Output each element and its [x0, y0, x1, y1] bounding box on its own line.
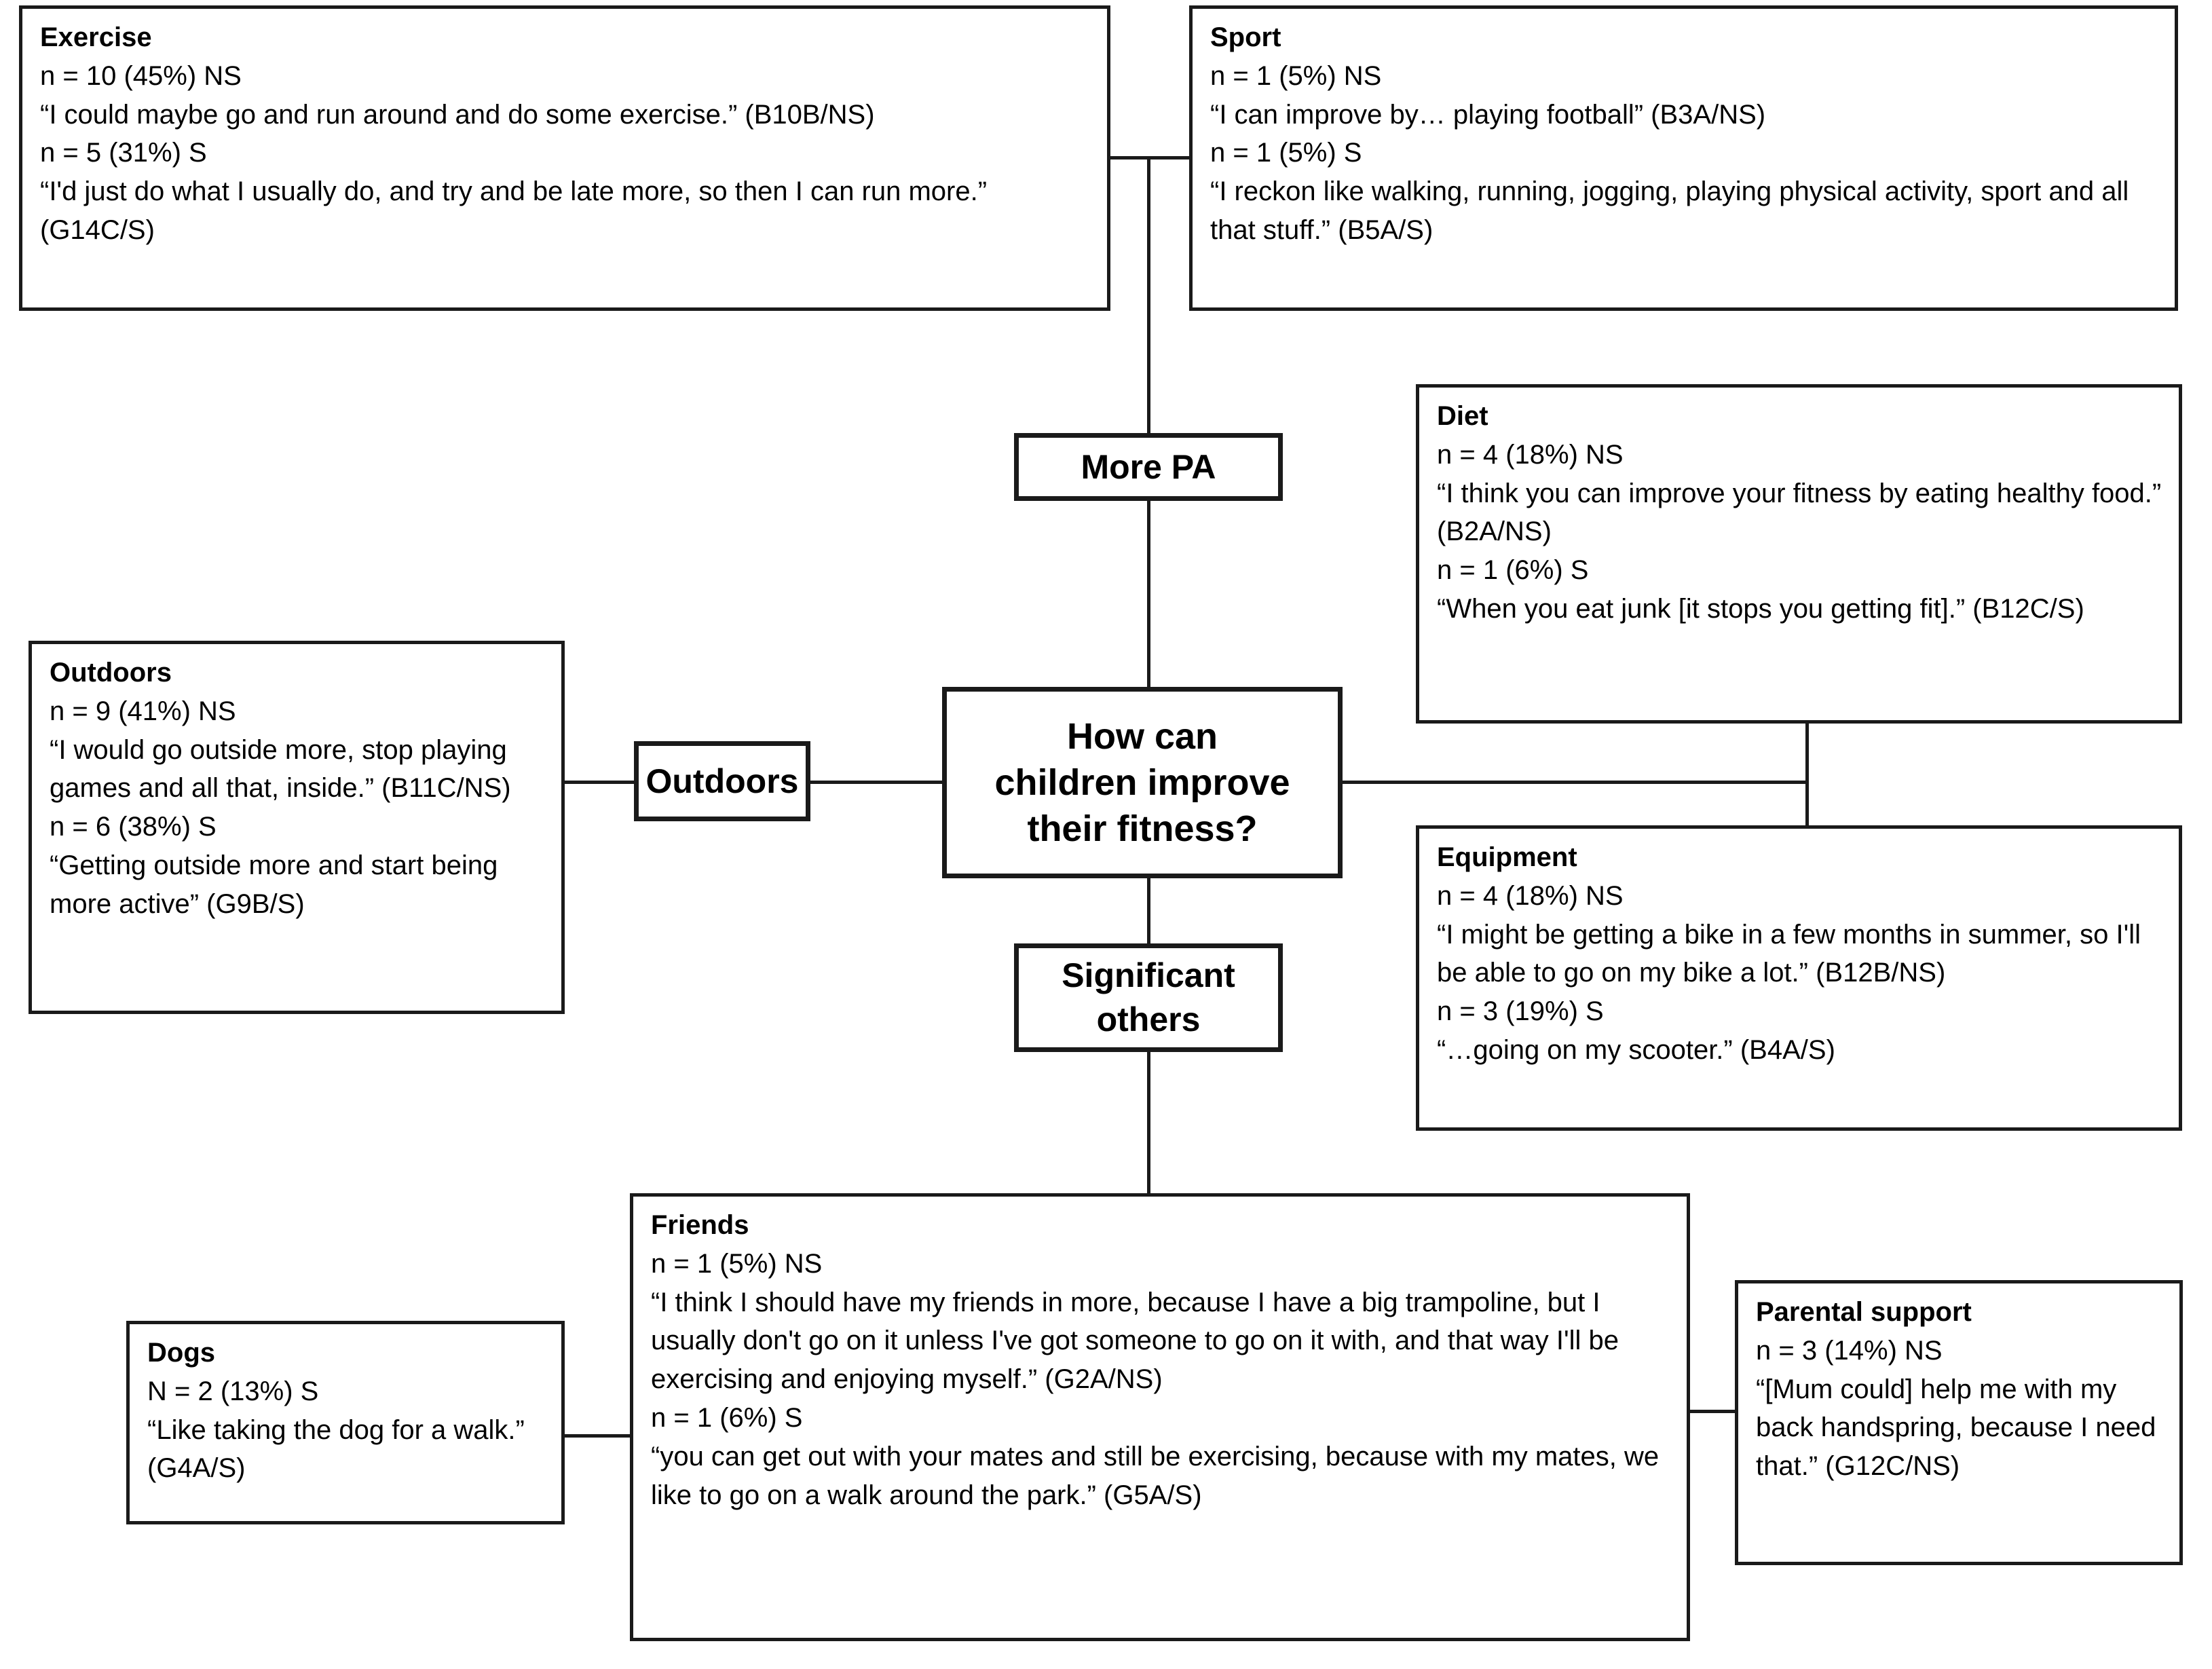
theme-box-equipment: Equipment n = 4 (18%) NS “I might be get… [1416, 825, 2182, 1131]
connector-morepa-stem [1147, 156, 1150, 436]
connector-center-to-outdoors-node [766, 781, 942, 784]
theme-quote-ns: “I think you can improve your fitness by… [1437, 478, 2162, 547]
theme-box-dogs: Dogs N = 2 (13%) S “Like taking the dog … [126, 1321, 565, 1524]
theme-line-n-s: n = 3 (19%) S [1437, 996, 1604, 1027]
theme-quote-s: “Like taking the dog for a walk.” (G4A/S… [147, 1414, 525, 1484]
node-outdoors: Outdoors [634, 741, 810, 821]
connector-outdoors-node-to-detail [562, 781, 637, 784]
node-significant-others: Significant others [1014, 943, 1283, 1052]
theme-line-n-ns: n = 1 (5%) NS [651, 1248, 823, 1279]
node-center-question: How can children improve their fitness? [942, 687, 1343, 878]
theme-title-diet: Diet [1437, 401, 1488, 431]
theme-box-diet: Diet n = 4 (18%) NS “I think you can imp… [1416, 384, 2182, 724]
theme-quote-ns: “I can improve by… playing football” (B3… [1210, 99, 1766, 130]
theme-line-n-s: N = 2 (13%) S [147, 1376, 319, 1406]
connector-significant-others-to-friends [1147, 1049, 1150, 1195]
connector-exercise-to-morepa [1106, 156, 1256, 160]
node-more-pa: More PA [1014, 433, 1283, 501]
theme-line-n-ns: n = 3 (14%) NS [1756, 1335, 1943, 1366]
node-label-more-pa: More PA [1081, 447, 1216, 486]
theme-title-equipment: Equipment [1437, 842, 1577, 872]
theme-quote-s: “When you eat junk [it stops you getting… [1437, 593, 2084, 624]
theme-box-outdoors: Outdoors n = 9 (41%) NS “I would go outs… [29, 641, 565, 1014]
theme-quote-s: “I reckon like walking, running, jogging… [1210, 176, 2129, 245]
connector-center-to-right-rail [1340, 781, 1808, 784]
theme-line-n-ns: n = 4 (18%) NS [1437, 880, 1624, 911]
theme-line-n-ns: n = 10 (45%) NS [40, 60, 242, 91]
theme-title-outdoors: Outdoors [50, 658, 172, 688]
theme-title-sport: Sport [1210, 22, 1281, 52]
node-label-outdoors: Outdoors [645, 762, 799, 800]
connector-center-to-significant-others [1147, 876, 1150, 947]
theme-box-friends: Friends n = 1 (5%) NS “I think I should … [630, 1193, 1690, 1641]
theme-quote-ns: “I think I should have my friends in mor… [651, 1287, 1619, 1395]
theme-line-n-ns: n = 9 (41%) NS [50, 696, 236, 726]
connector-right-rail [1805, 721, 1809, 826]
node-label-center-question: How can children improve their fitness? [994, 715, 1290, 850]
theme-quote-ns: “I could maybe go and run around and do … [40, 99, 875, 130]
theme-line-n-ns: n = 1 (5%) NS [1210, 60, 1382, 91]
theme-quote-ns: “I might be getting a bike in a few mont… [1437, 919, 2141, 988]
theme-quote-ns: “I would go outside more, stop playing g… [50, 734, 511, 804]
connector-friends-to-parental-support [1690, 1410, 1738, 1413]
theme-box-sport: Sport n = 1 (5%) NS “I can improve by… p… [1189, 5, 2178, 311]
theme-line-n-s: n = 1 (5%) S [1210, 138, 1362, 168]
connector-morepa-to-center [1147, 499, 1150, 689]
theme-quote-s: “you can get out with your mates and sti… [651, 1441, 1660, 1510]
theme-title-dogs: Dogs [147, 1338, 215, 1368]
theme-title-parental-support: Parental support [1756, 1297, 1972, 1327]
theme-line-n-s: n = 1 (6%) S [651, 1402, 803, 1433]
theme-line-n-s: n = 5 (31%) S [40, 138, 207, 168]
theme-quote-s: “…going on my scooter.” (B4A/S) [1437, 1034, 1835, 1065]
theme-quote-ns: “[Mum could] help me with my back handsp… [1756, 1374, 2156, 1482]
theme-box-exercise: Exercise n = 10 (45%) NS “I could maybe … [19, 5, 1110, 311]
theme-line-n-s: n = 6 (38%) S [50, 812, 217, 842]
theme-box-parental-support: Parental support n = 3 (14%) NS “[Mum co… [1735, 1280, 2183, 1565]
node-label-significant-others: Significant others [1062, 956, 1235, 1038]
theme-title-friends: Friends [651, 1210, 749, 1240]
theme-title-exercise: Exercise [40, 22, 152, 52]
theme-quote-s: “Getting outside more and start being mo… [50, 850, 498, 919]
theme-line-n-s: n = 1 (6%) S [1437, 555, 1589, 586]
connector-dogs-to-friends [562, 1434, 633, 1438]
theme-line-n-ns: n = 4 (18%) NS [1437, 439, 1624, 470]
theme-quote-s: “I'd just do what I usually do, and try … [40, 176, 988, 245]
